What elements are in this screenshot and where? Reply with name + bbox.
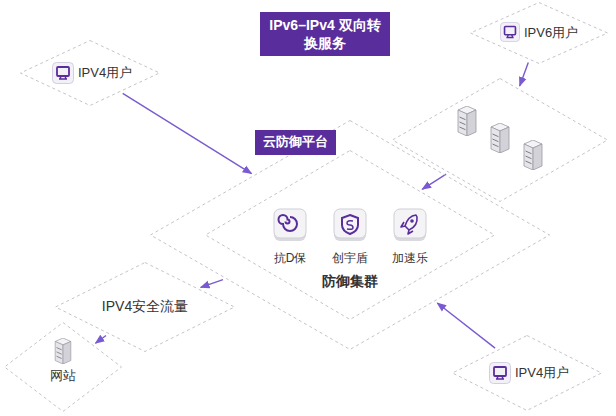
text-holder: 云防御平台 bbox=[255, 130, 336, 155]
product-tile bbox=[274, 209, 306, 241]
server-icon bbox=[458, 106, 476, 136]
text-holder: IPV4安全流量 bbox=[55, 262, 235, 352]
node-label: 抗D保 bbox=[274, 251, 307, 265]
dashed-outline bbox=[393, 79, 608, 202]
text-holder: 防御集群 bbox=[205, 272, 495, 291]
monitor-icon bbox=[490, 363, 511, 384]
website-node: 网站 bbox=[4, 322, 122, 412]
rocket-logo bbox=[410, 219, 414, 223]
dashed-outline bbox=[56, 263, 235, 352]
flow-arrow bbox=[96, 336, 107, 344]
dashed-outline bbox=[21, 41, 160, 106]
flow-arrow bbox=[123, 93, 252, 173]
text-holder: IPv6–IPv4 双向转换服务 bbox=[260, 12, 390, 56]
node-label: 网站 bbox=[50, 368, 76, 383]
dashed-outline bbox=[392, 78, 608, 202]
shield-logo bbox=[347, 221, 353, 230]
text-holder: IPV4用户 bbox=[515, 335, 569, 411]
flow-arrow bbox=[520, 63, 529, 86]
flow-arrow bbox=[437, 303, 495, 348]
dashed-outline bbox=[151, 121, 550, 350]
traffic-region: IPV4安全流量 bbox=[55, 262, 235, 352]
dashed-outline bbox=[4, 322, 122, 412]
product-tile bbox=[394, 209, 426, 241]
shield-logo bbox=[342, 215, 358, 234]
text-holder: IPV4用户 bbox=[78, 40, 132, 106]
monitor-icon bbox=[53, 63, 74, 84]
product-node: 创宇盾 bbox=[320, 208, 380, 266]
node-label: 防御集群 bbox=[322, 273, 378, 289]
user-node: IPV4用户 bbox=[20, 40, 160, 106]
rocket-logo bbox=[401, 215, 417, 234]
product-tile bbox=[334, 209, 366, 241]
title-tag: IPv6–IPv4 双向转换服务 bbox=[260, 12, 390, 56]
server-icon bbox=[55, 338, 71, 364]
platform-region: 云防御平台防御集群 抗D保 创宇盾 加速乐 bbox=[150, 120, 550, 350]
node-label: IPV4用户 bbox=[78, 65, 132, 81]
monitor-icon bbox=[500, 22, 519, 41]
text-holder: 加速乐 bbox=[380, 248, 440, 266]
node-label: IPV4用户 bbox=[515, 365, 569, 381]
node-label: 加速乐 bbox=[392, 251, 428, 265]
title-tag: 云防御平台 bbox=[255, 130, 336, 155]
cluster-region: 防御集群 抗D保 创宇盾 加速乐 bbox=[205, 150, 495, 320]
server-icon bbox=[491, 123, 509, 153]
product-node: 加速乐 bbox=[380, 208, 440, 266]
flow-arrow bbox=[422, 174, 446, 189]
dashed-outline bbox=[5, 323, 122, 412]
service-region: IPv6–IPv4 双向转换服务 bbox=[392, 78, 608, 202]
dashed-outline bbox=[471, 3, 608, 64]
dashed-outline bbox=[205, 150, 495, 320]
flow-arrow bbox=[201, 280, 223, 288]
node-label: IPV6用户 bbox=[524, 25, 578, 41]
product-node: 抗D保 bbox=[260, 208, 320, 266]
spiral-logo bbox=[279, 215, 298, 231]
text-holder: 抗D保 bbox=[260, 248, 320, 266]
dashed-outline bbox=[453, 336, 602, 411]
node-label: IPV4安全流量 bbox=[102, 298, 188, 316]
user-node: IPV4用户 bbox=[452, 335, 602, 411]
server-icon bbox=[524, 140, 542, 170]
dashed-outline bbox=[150, 120, 550, 350]
text-holder: 创宇盾 bbox=[320, 248, 380, 266]
dashed-outline bbox=[206, 151, 495, 320]
node-label: 创宇盾 bbox=[332, 251, 368, 265]
user-node: IPV6用户 bbox=[470, 2, 608, 64]
text-holder: 网站 bbox=[4, 366, 122, 384]
text-holder: IPV6用户 bbox=[524, 2, 578, 64]
